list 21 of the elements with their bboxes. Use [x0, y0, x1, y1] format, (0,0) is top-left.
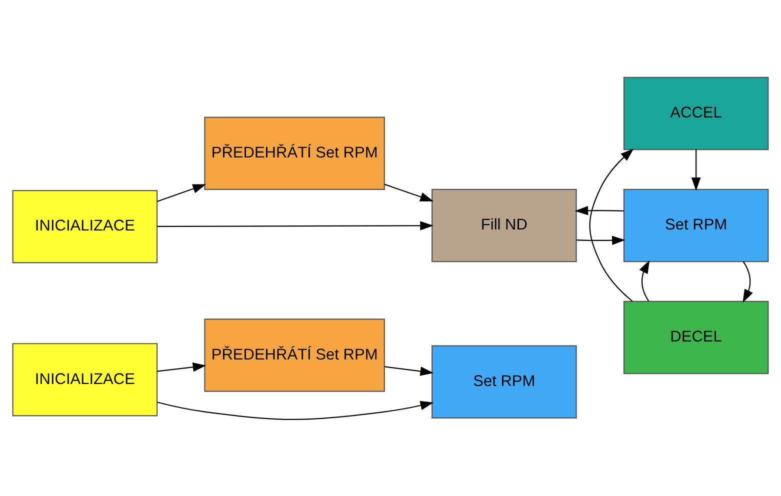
arrow [691, 149, 701, 190]
arrow [384, 366, 434, 376]
arrow [384, 183, 434, 201]
node-box: PŘEDEHŘÁTÍ Set RPM [204, 116, 385, 190]
node-box: Set RPM [432, 344, 577, 418]
node-box: Set RPM [623, 188, 769, 262]
arrow [742, 260, 753, 302]
arrow [157, 400, 434, 420]
arrow [156, 184, 206, 202]
arrow [639, 260, 650, 301]
node-box: INICIALIZACE [12, 342, 158, 416]
node-box: DECEL [623, 300, 769, 374]
arrow [157, 220, 434, 230]
arrow [589, 148, 634, 302]
arrow [576, 235, 626, 245]
node-box: INICIALIZACE [12, 190, 158, 263]
node-box: ACCEL [623, 76, 769, 150]
node-box: PŘEDEHŘÁTÍ Set RPM [204, 318, 385, 392]
arrow [574, 205, 624, 215]
arrow [157, 362, 206, 372]
node-box: Fill ND [432, 188, 577, 262]
